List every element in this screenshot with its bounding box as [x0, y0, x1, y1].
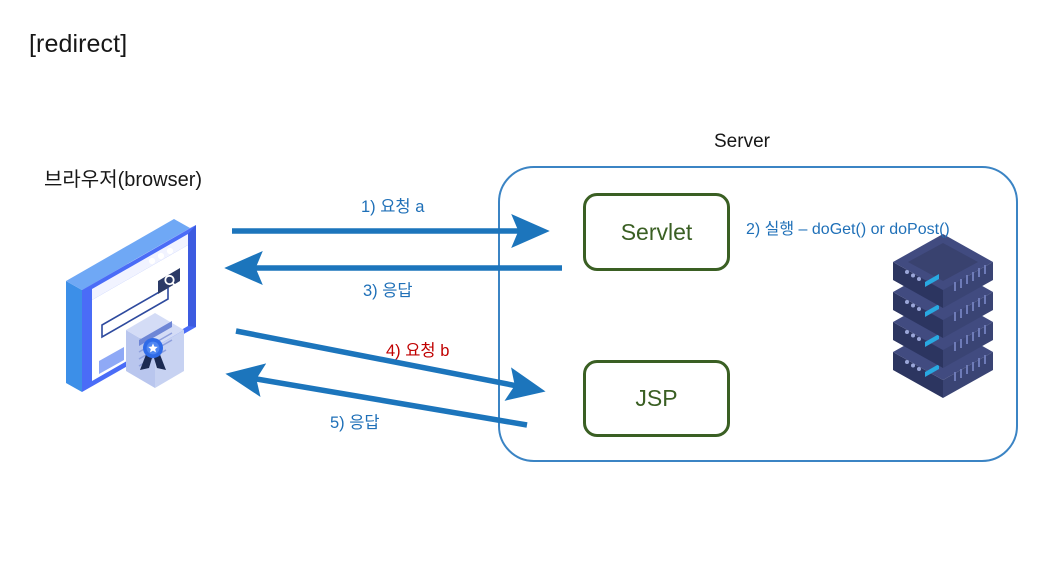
flow-label-request-a: 1) 요청 a — [361, 198, 425, 216]
servlet-box[interactable]: Servlet — [583, 193, 730, 271]
page-title: [redirect] — [29, 30, 128, 58]
server-boundary-box — [498, 166, 1018, 462]
flow-label-request-b: 4) 요청 b — [386, 342, 450, 360]
jsp-box-label: JSP — [635, 385, 678, 411]
browser-label: 브라우저(browser) — [44, 169, 203, 191]
server-label: Server — [714, 131, 770, 152]
servlet-box-label: Servlet — [620, 218, 693, 245]
arrow-response-5 — [225, 363, 528, 428]
flow-label-response-3: 3) 응답 — [363, 282, 413, 300]
flow-label-response-5: 5) 응답 — [330, 414, 380, 432]
jsp-box[interactable]: JSP — [583, 360, 730, 437]
flow-label-execute: 2) 실행 – doGet() or doPost() — [746, 221, 950, 238]
